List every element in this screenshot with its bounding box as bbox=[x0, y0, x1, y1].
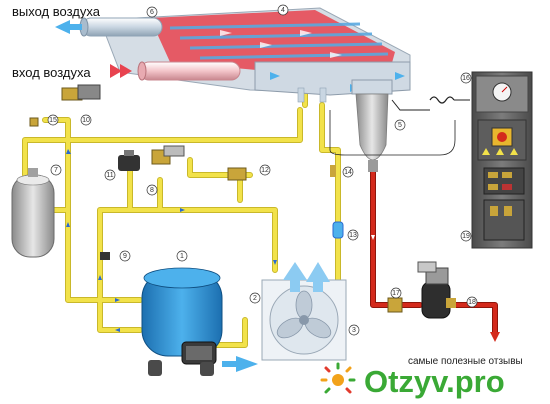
callout-9: 9 bbox=[123, 253, 127, 260]
callout-13: 13 bbox=[349, 232, 357, 239]
control-panel-icon bbox=[471, 71, 533, 249]
watermark: самые полезные отзывы Otzyv.pro bbox=[320, 356, 523, 399]
callout-8: 8 bbox=[150, 187, 154, 194]
air-in-label: вход воздуха bbox=[12, 65, 91, 80]
fan-icon bbox=[222, 262, 347, 372]
callout-17: 17 bbox=[392, 290, 400, 297]
callout-12: 12 bbox=[261, 167, 269, 174]
compressor-icon bbox=[141, 267, 223, 376]
separator-icon bbox=[329, 79, 470, 172]
fittings bbox=[29, 84, 403, 313]
callout-14: 14 bbox=[344, 169, 352, 176]
callout-4: 4 bbox=[281, 7, 285, 14]
drain-valve-icon bbox=[417, 261, 456, 319]
sunburst-logo-icon bbox=[320, 362, 356, 394]
callout-2: 2 bbox=[253, 295, 257, 302]
callout-16: 16 bbox=[462, 75, 470, 82]
callout-15: 15 bbox=[49, 117, 57, 124]
callout-5: 5 bbox=[398, 122, 402, 129]
callout-3: 3 bbox=[352, 327, 356, 334]
heat-exchanger bbox=[55, 7, 411, 103]
callout-18: 18 bbox=[468, 299, 476, 306]
callout-10: 10 bbox=[82, 117, 90, 124]
callout-19: 19 bbox=[462, 233, 470, 240]
air-out-label: выход воздуха bbox=[12, 4, 101, 19]
receiver-tank-icon bbox=[11, 168, 55, 258]
callout-11: 11 bbox=[106, 172, 113, 179]
watermark-caption: самые полезные отзывы bbox=[408, 356, 523, 367]
callout-6: 6 bbox=[150, 9, 154, 16]
callout-1: 1 bbox=[180, 253, 184, 260]
flow-arrows bbox=[66, 149, 277, 332]
watermark-brand: Otzyv.pro bbox=[364, 364, 505, 399]
callout-numbers bbox=[47, 4, 478, 336]
callout-7: 7 bbox=[54, 167, 58, 174]
